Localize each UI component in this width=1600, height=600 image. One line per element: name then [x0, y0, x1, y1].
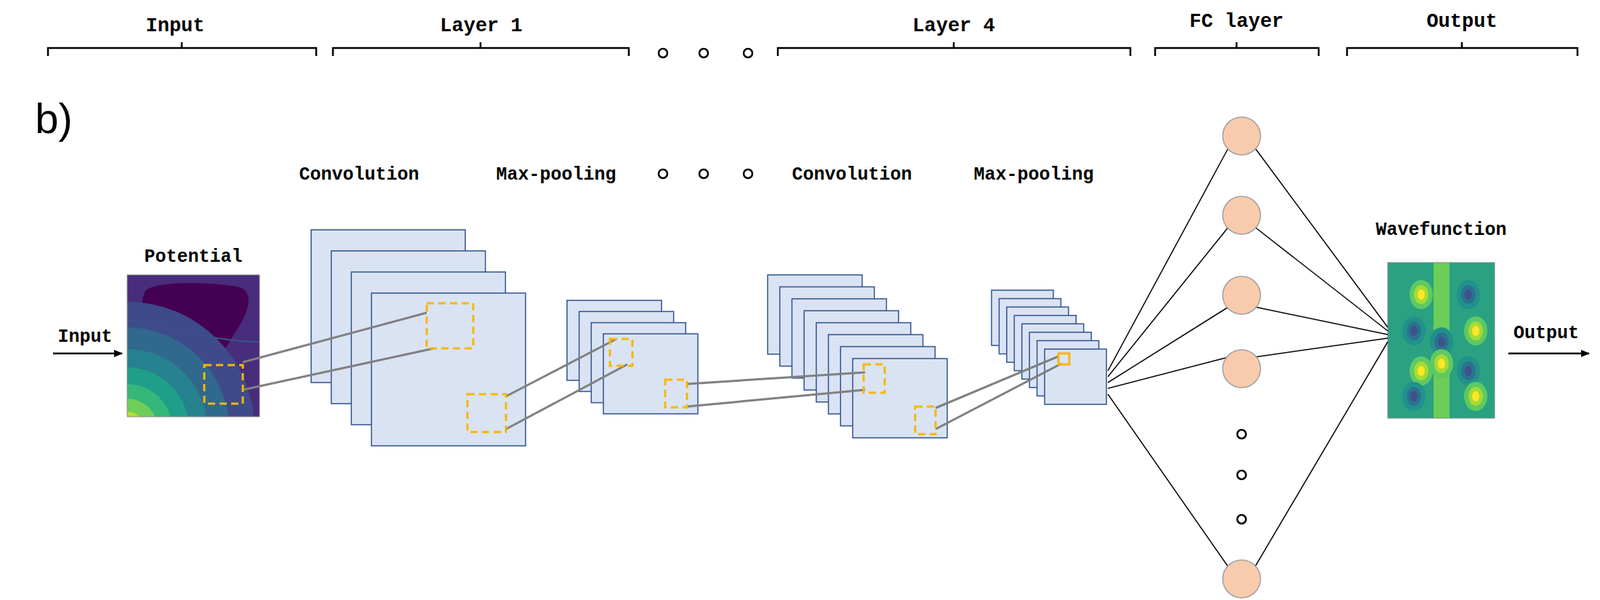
fc-link — [1107, 356, 1229, 389]
panel-heading: Potential — [143, 247, 243, 267]
contour — [1434, 332, 1449, 352]
contour — [1464, 316, 1488, 346]
fc-link — [1254, 226, 1388, 331]
neuron — [1222, 276, 1261, 315]
output-arrow — [1508, 352, 1590, 355]
contour — [1429, 348, 1454, 379]
fc-link — [1107, 147, 1229, 371]
operation-label: Max-pooling — [495, 165, 616, 184]
contour — [1464, 289, 1473, 300]
contour — [1437, 358, 1446, 369]
ellipsis-dots — [658, 48, 753, 179]
neuron — [1222, 349, 1261, 388]
feature-map — [603, 333, 698, 414]
contour — [1437, 336, 1446, 347]
contour — [1472, 325, 1480, 336]
contour — [1468, 386, 1483, 406]
contour — [1456, 356, 1481, 386]
fc-link — [1107, 394, 1229, 568]
contour — [1406, 321, 1422, 341]
contour — [1461, 284, 1476, 304]
ellipsis-dot — [1237, 514, 1246, 524]
wavefunction-panel: Wavefunction — [1387, 262, 1495, 418]
section-title: FC layer — [1189, 12, 1284, 32]
contour — [1409, 279, 1433, 309]
contour — [1417, 365, 1425, 376]
ellipsis-dot — [1237, 429, 1246, 439]
contour — [1472, 391, 1480, 402]
contour — [1434, 354, 1449, 373]
contour — [1410, 325, 1418, 336]
fc-link — [1254, 147, 1388, 328]
ellipsis-dot — [1237, 470, 1246, 480]
contour — [1410, 391, 1418, 402]
section-brackets — [47, 42, 1578, 56]
neuron — [1222, 196, 1261, 235]
feature-map — [371, 292, 526, 446]
operation-label: Convolution — [791, 165, 912, 184]
fc-link — [1254, 338, 1388, 357]
contour — [1464, 381, 1488, 411]
section-title: Input — [145, 16, 205, 37]
wavefunction-image — [1387, 262, 1495, 418]
receptive-field-lines — [242, 312, 1062, 429]
operation-label: Max-pooling — [973, 165, 1094, 184]
fc-link — [1254, 306, 1388, 335]
contour — [1413, 361, 1429, 381]
contour — [1402, 316, 1426, 346]
contour — [1417, 289, 1425, 300]
contour — [1461, 361, 1476, 381]
panel-letter: b) — [34, 97, 73, 140]
kernel-windows — [204, 303, 936, 434]
neuron — [1222, 117, 1261, 155]
fc-layer — [1107, 117, 1388, 598]
contour — [1468, 321, 1483, 341]
contour — [1409, 356, 1433, 386]
fc-link — [1254, 341, 1388, 568]
arrow-label: Input — [57, 327, 112, 347]
feature-map — [852, 358, 948, 438]
contour — [1413, 284, 1429, 304]
contour — [1402, 381, 1426, 411]
panel-heading: Wavefunction — [1375, 220, 1507, 240]
contour — [1456, 279, 1481, 309]
input-arrow — [53, 352, 123, 355]
section-title: Layer 1 — [439, 16, 522, 37]
neuron — [1222, 559, 1261, 598]
potential-image — [127, 274, 260, 417]
contour — [1406, 386, 1422, 406]
section-title: Layer 4 — [912, 16, 995, 37]
kernel-window — [1058, 353, 1070, 365]
operation-label: Convolution — [298, 165, 419, 184]
section-title: Output — [1426, 12, 1497, 32]
fc-link — [1107, 226, 1229, 377]
arrow-label: Output — [1513, 324, 1579, 343]
feature-maps — [311, 229, 1107, 446]
contour — [1464, 365, 1473, 376]
fc-link — [1107, 306, 1229, 383]
potential-panel: Potential — [127, 274, 260, 417]
